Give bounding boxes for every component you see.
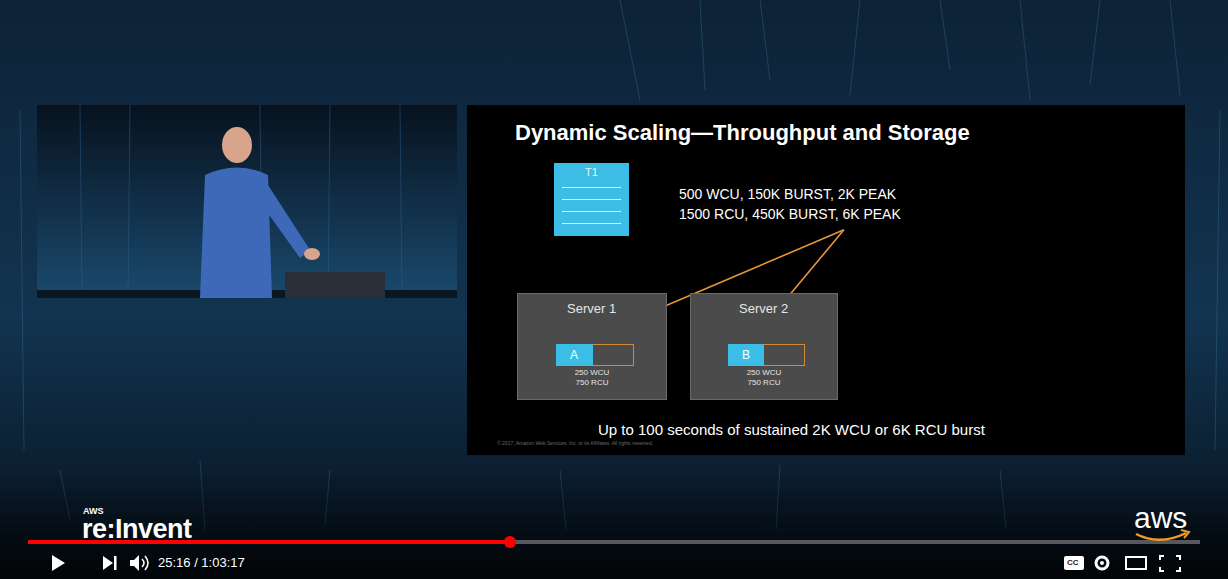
next-icon	[103, 556, 113, 570]
table-icon: T1	[554, 163, 629, 236]
theater-icon	[1126, 557, 1146, 569]
partition-box: B	[728, 344, 764, 366]
fullscreen-icon	[1160, 556, 1180, 571]
capacity-text: 500 WCU, 150K BURST, 2K PEAK 1500 RCU, 45…	[672, 186, 911, 227]
table-name: T1	[585, 166, 598, 179]
event-logo: re:Invent	[82, 513, 192, 545]
slide-title: Dynamic Scaling—Throughput and Storage	[515, 120, 970, 146]
server-name: Server 1	[567, 301, 616, 317]
partition-box: A	[556, 344, 593, 366]
time-display: 25:16 / 1:03:17	[158, 555, 245, 571]
volume-icon	[130, 555, 139, 571]
server-name: Server 2	[739, 301, 788, 317]
server-capacity: 250 WCU 750 RCU	[742, 368, 786, 387]
cc-text: CC	[1067, 558, 1079, 568]
table-row-line	[562, 211, 621, 212]
partition-name: B	[742, 348, 750, 362]
cc-icon	[1064, 556, 1084, 570]
settings-icon	[1096, 557, 1108, 569]
copyright-notice: © 2017, Amazon Web Services, Inc. or its…	[497, 440, 653, 446]
server-box: Server 1 250 WCU 750 RCU A	[517, 293, 667, 400]
write-capacity: 500 WCU, 150K BURST, 2K PEAK	[679, 186, 896, 203]
table-row-line	[562, 199, 621, 200]
server-box: Server 2 250 WCU 750 RCU B	[690, 293, 838, 400]
slide-note: Up to 100 seconds of sustained 2K WCU or…	[598, 421, 985, 439]
aws-smile	[1136, 533, 1186, 540]
aws-logo: aws	[1134, 500, 1187, 536]
partition-name: A	[570, 348, 578, 362]
play-icon	[52, 555, 65, 571]
read-capacity: 1500 RCU, 450K BURST, 6K PEAK	[679, 206, 901, 223]
table-row-line	[562, 187, 621, 188]
server-capacity: 250 WCU 750 RCU	[570, 368, 614, 387]
table-row-line	[562, 223, 621, 224]
